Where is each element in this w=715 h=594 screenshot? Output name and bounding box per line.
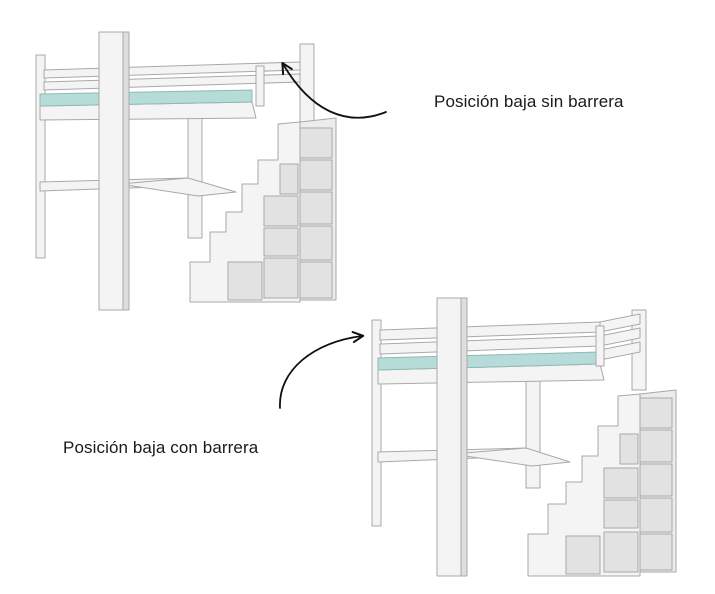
curved-arrow-icon [279,331,365,409]
lower-cross-rail-2 [451,447,571,467]
loft-bed-without-barrier [35,31,337,311]
front-post-shadow-2 [460,297,468,577]
back-left-post [187,117,203,239]
front-tall-post-2 [436,297,462,577]
left-far-post-2 [371,319,382,527]
curved-arrow-icon [281,61,387,119]
lower-cross-rail [119,177,237,197]
end-rail-post-2 [595,325,605,367]
back-right-post [299,43,315,131]
mattress [39,89,253,107]
end-rail-post [255,65,265,107]
left-far-post [35,54,46,259]
caption-low-position-with-barrier: Posición baja con barrera [63,438,259,457]
staircase-storage-2 [527,389,677,577]
loft-bed-with-barrier [371,297,677,577]
front-tall-post [98,31,124,311]
caption-low-position-no-barrier: Posición baja sin barrera [434,92,624,111]
front-post-shadow [122,31,130,311]
back-left-post-2 [525,377,541,489]
staircase-storage [189,117,337,303]
